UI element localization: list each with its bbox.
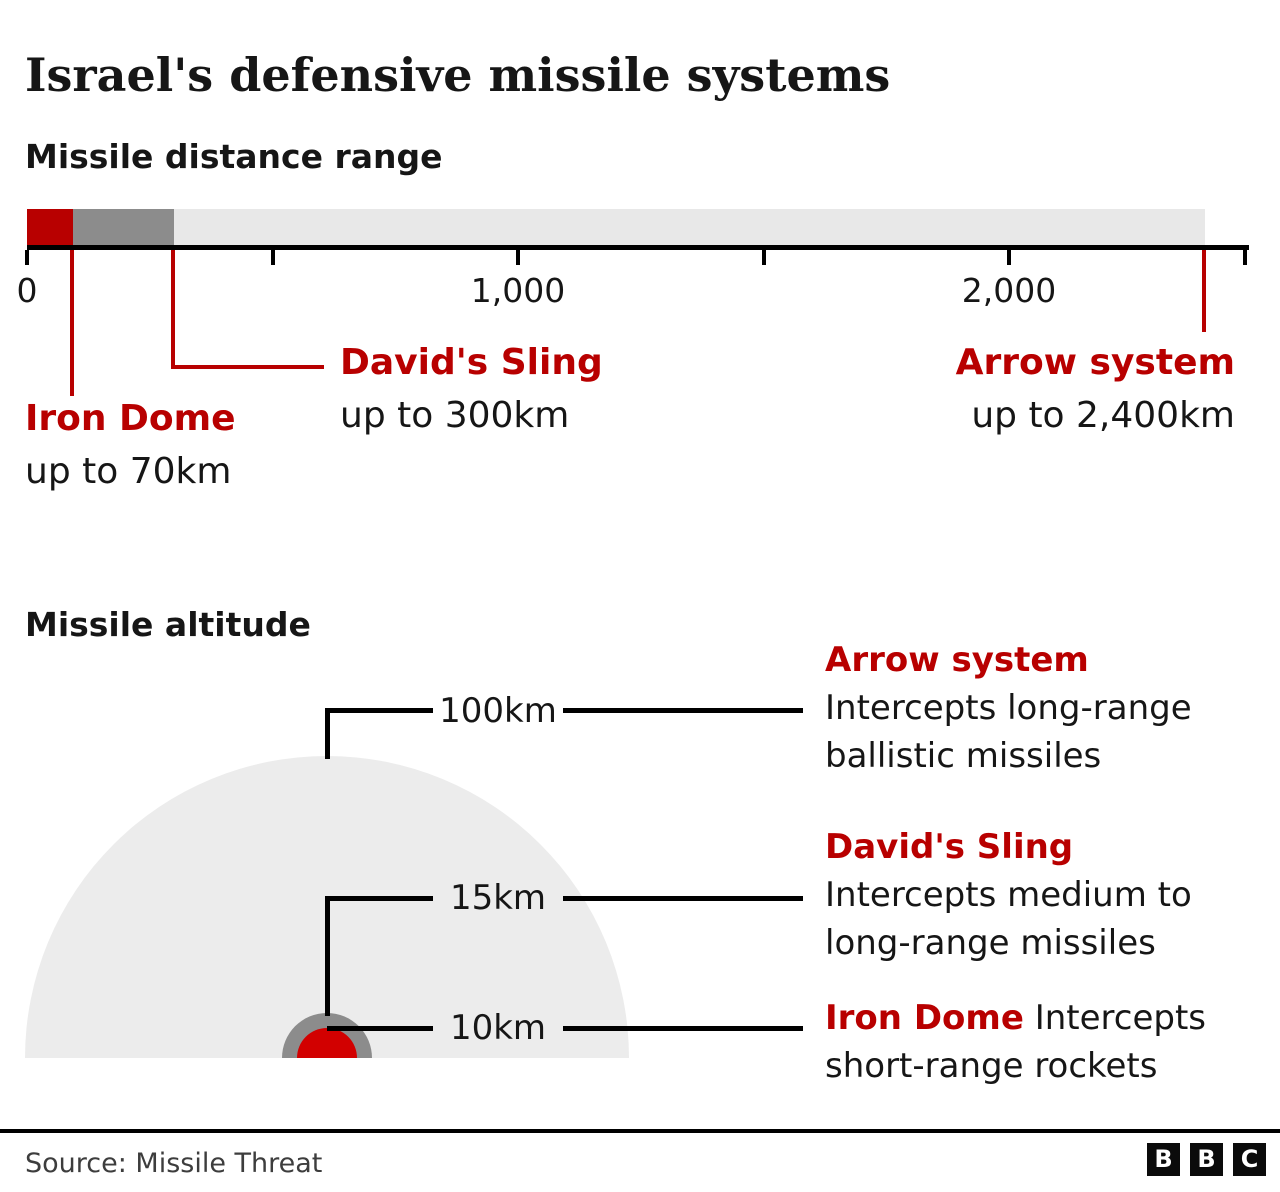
system-name: David's Sling — [825, 827, 1074, 867]
davids-sling-leader-line-horizontal — [171, 365, 324, 369]
iron-dome-range-label: Iron Dome up to 70km — [25, 392, 236, 498]
callout-15km-line-right — [563, 896, 803, 901]
system-name: David's Sling — [340, 342, 603, 383]
axis-tick-label: 0 — [16, 271, 38, 310]
system-range-value: up to 2,400km — [971, 395, 1235, 436]
system-name: Iron Dome — [25, 398, 236, 439]
davids-sling-leader-line — [171, 250, 176, 369]
range-bar — [27, 209, 1206, 245]
arrow-system-leader-line — [1202, 250, 1207, 332]
callout-10km-line-left — [327, 1026, 433, 1031]
description-line: Iron Dome Intercepts — [825, 998, 1206, 1038]
system-name: Arrow system — [825, 640, 1089, 680]
axis-tick — [1243, 250, 1247, 265]
description-line: Intercepts long-range — [825, 688, 1192, 728]
altitude-section-heading: Missile altitude — [25, 605, 311, 645]
bbc-logo-block-1: B — [1147, 1143, 1180, 1176]
axis-tick-label: 1,000 — [470, 271, 566, 310]
iron-dome-leader-line — [70, 250, 74, 396]
description-line: ballistic missiles — [825, 736, 1102, 776]
description-line: short-range rockets — [825, 1046, 1158, 1086]
axis-tick — [516, 250, 520, 265]
arrow-system-description: Arrow system Intercepts long-range balli… — [825, 636, 1275, 780]
callout-10km-line-right — [563, 1026, 803, 1031]
axis-tick — [761, 250, 766, 265]
callout-15km-connector — [325, 896, 330, 1016]
callout-100km-line-left — [327, 708, 433, 713]
callout-10km-label: 10km — [449, 1008, 547, 1048]
system-range-value: up to 70km — [25, 451, 232, 492]
range-axis — [27, 245, 1249, 250]
bar-segment-arrow-system — [174, 209, 1206, 245]
iron-dome-description: Iron Dome Intercepts short-range rockets — [825, 994, 1275, 1090]
system-name: Arrow system — [955, 342, 1235, 383]
bar-segment-iron-dome — [27, 209, 73, 245]
source-credit: Source: Missile Threat — [25, 1148, 323, 1179]
callout-100km-connector — [325, 708, 330, 759]
bar-segment-davids-sling — [73, 209, 175, 245]
description-line: Intercepts medium to — [825, 875, 1192, 915]
axis-tick — [1007, 250, 1011, 265]
callout-100km-label: 100km — [439, 691, 557, 731]
description-line: long-range missiles — [825, 923, 1156, 963]
range-section-heading: Missile distance range — [25, 137, 443, 177]
footer-divider — [0, 1129, 1280, 1133]
system-name: Iron Dome — [825, 998, 1024, 1038]
davids-sling-description: David's Sling Intercepts medium to long-… — [825, 823, 1275, 967]
callout-15km-label: 15km — [449, 878, 547, 918]
callout-15km-line-left — [327, 896, 433, 901]
axis-tick — [270, 250, 275, 265]
system-range-value: up to 300km — [340, 395, 570, 436]
bbc-logo-block-3: C — [1233, 1143, 1266, 1176]
page-title: Israel's defensive missile systems — [25, 47, 891, 102]
bbc-logo-block-2: B — [1190, 1143, 1223, 1176]
arrow-system-range-label: Arrow system up to 2,400km — [956, 336, 1235, 442]
axis-tick — [25, 250, 29, 265]
davids-sling-range-label: David's Sling up to 300km — [340, 336, 603, 442]
axis-tick-label: 2,000 — [961, 271, 1057, 310]
callout-100km-line-right — [563, 708, 803, 713]
